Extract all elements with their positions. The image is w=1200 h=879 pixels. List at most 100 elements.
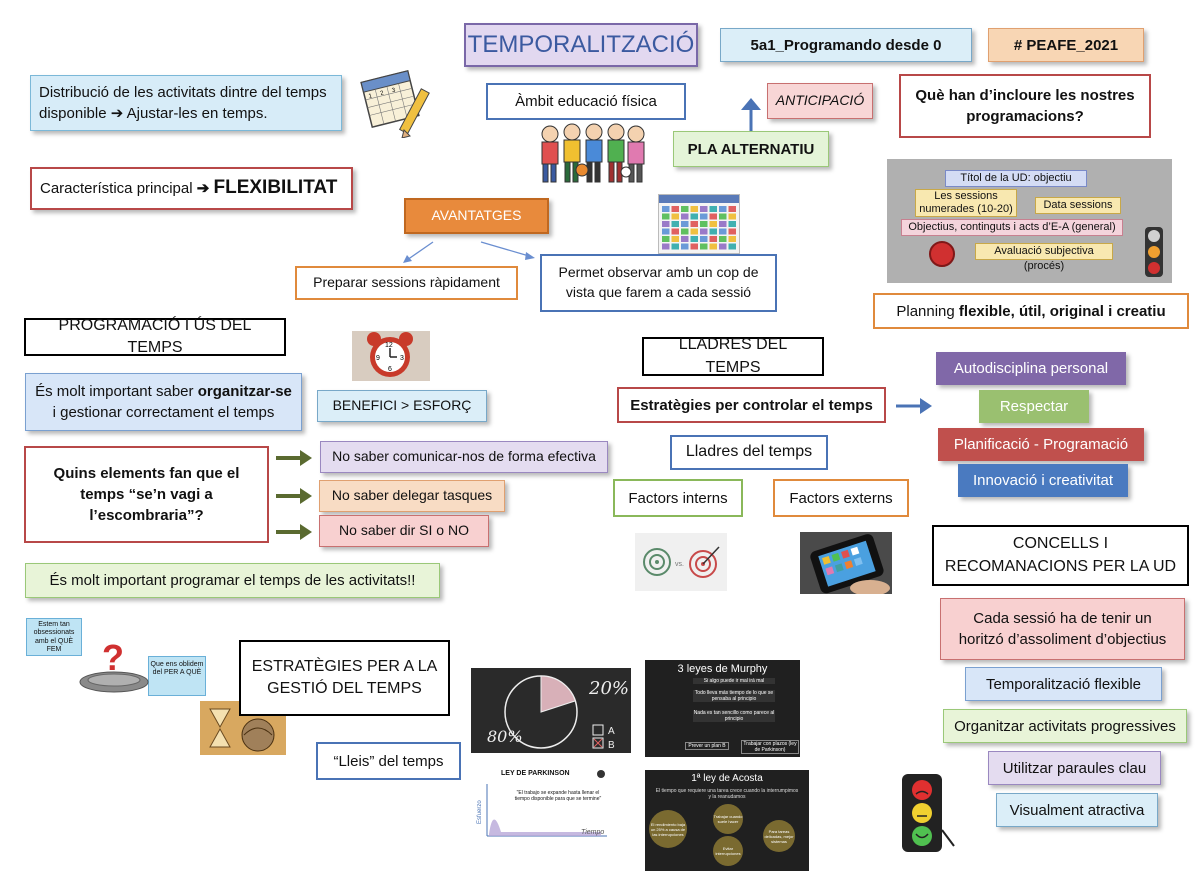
page-title: TEMPORALITZACIÓ	[464, 23, 698, 67]
grid-cell	[662, 228, 670, 235]
grid-cell	[709, 228, 717, 235]
ud-structure-diagram: Títol de la UD: objectiu Les sessions nu…	[887, 159, 1172, 283]
traffic-light-icon	[1145, 227, 1163, 277]
svg-text:vs.: vs.	[675, 561, 684, 568]
svg-text:B: B	[608, 740, 615, 751]
targets-vs-image: vs.	[635, 533, 727, 591]
ud-row-objectives: Objectius, continguts i acts d’E-A (gene…	[901, 219, 1123, 236]
grid-cell	[681, 206, 689, 212]
kids-sports-image	[536, 120, 648, 186]
smartphone-image	[800, 532, 892, 594]
grid-cell	[690, 243, 698, 250]
reason-item-2: No saber delegar tasques	[319, 480, 505, 512]
bubble-right: Que ens oblidem del PER A QUÈ	[148, 656, 206, 696]
grid-cell	[681, 221, 689, 227]
alarm-icon	[929, 241, 955, 267]
control-item-1: Autodisciplina personal	[936, 352, 1126, 385]
grid-cell	[671, 206, 679, 212]
strategies-control-box: Estratègies per controlar el temps	[617, 387, 886, 423]
alarm-clock-image: 12 3 6 9	[352, 331, 430, 381]
reason-arrows	[272, 446, 318, 542]
svg-text:A: A	[608, 726, 615, 737]
acosta-sub: El tiempo que requiere una tarea crece c…	[655, 788, 799, 800]
murphy-line-1: Si algo puede ir mal irá mal	[693, 678, 775, 684]
arrow-right-icon: ➔	[110, 105, 124, 122]
advice-item-4: Utilitzar paraules clau	[988, 751, 1161, 785]
grid-cell	[728, 213, 736, 220]
advice-item-1: Cada sessió ha de tenir un horitzó d’ass…	[940, 598, 1185, 660]
grid-cell	[662, 236, 670, 242]
calendar-pencil-image: 1 2 3	[358, 66, 436, 138]
time-waste-question: Quins elements fan que el temps “se’n va…	[24, 446, 269, 543]
grid-cell	[719, 221, 727, 227]
grid-cell	[662, 243, 670, 250]
acosta-title: 1ª ley de Acosta	[691, 773, 763, 784]
murphy-btn-2: Trabajar con plazos (ley de Parkinson)	[741, 740, 799, 754]
external-factors: Factors externs	[773, 479, 909, 517]
hashtag-tag: # PEAFE_2021	[988, 28, 1144, 62]
parkinson-quote: "El trabajo se expande hasta llenar el t…	[514, 790, 602, 802]
programs-question: Què han d’incloure les nostres programac…	[899, 74, 1151, 138]
grid-cell	[728, 221, 736, 227]
focus-bubbles-image: Estem tan obsessionats amb el QUÈ FEM Qu…	[24, 616, 208, 704]
course-tag: 5a1_Programando desde 0	[720, 28, 972, 62]
acosta-circle-1: El rendimiento baja un 25% a causa de la…	[649, 810, 687, 848]
control-item-2: Respectar	[979, 390, 1089, 423]
ud-row-sessions: Les sessions numerades (10-20)	[915, 189, 1017, 217]
ud-row-evaluation: Avaluació subjectiva (procés)	[975, 243, 1113, 272]
svg-text:9: 9	[376, 355, 380, 362]
svg-text:3: 3	[391, 87, 396, 94]
murphy-title: 3 leyes de Murphy	[677, 663, 768, 675]
schedule-grid-image	[658, 194, 740, 254]
grid-cell	[728, 236, 736, 242]
grid-cell	[719, 243, 727, 250]
benefit-box: BENEFICI > ESFORÇ	[317, 390, 487, 422]
grid-cell	[671, 213, 679, 220]
question-mark-icon: ?	[102, 637, 124, 678]
ud-row-title: Títol de la UD: objectiu	[945, 170, 1087, 187]
grid-cell	[719, 236, 727, 242]
distribution-note: Distribució de les activitats dintre del…	[30, 75, 342, 131]
right-arrow-icon	[896, 394, 936, 418]
pie-label-big: 80%	[487, 727, 523, 746]
advice-item-3: Organitzar activitats progressives	[943, 709, 1187, 743]
anticipation-box: ANTICIPACIÓ	[767, 83, 873, 119]
main-feature: Característica principal ➔ FLEXIBILITAT	[30, 167, 353, 210]
grid-cell	[681, 243, 689, 250]
plan-b-box: PLA ALTERNATIU	[673, 131, 829, 167]
grid-cell	[700, 236, 708, 242]
pie-slice-small	[540, 675, 576, 713]
control-item-3: Planificació - Programació	[938, 428, 1144, 461]
advantages-arrows	[395, 236, 545, 266]
grid-cell	[690, 206, 698, 212]
program-time-note: És molt important programar el temps de …	[25, 563, 440, 598]
grid-cell	[709, 236, 717, 242]
reason-item-3: No saber dir SI o NO	[319, 515, 489, 547]
grid-cell	[700, 228, 708, 235]
up-arrow-icon	[736, 96, 766, 136]
internal-factors: Factors interns	[613, 479, 743, 517]
svg-text:2: 2	[380, 90, 385, 97]
time-use-title: PROGRAMACIÓ I ÚS DEL TEMPS	[24, 317, 286, 356]
svg-text:12: 12	[385, 342, 393, 349]
grid-cell	[690, 213, 698, 220]
murphy-laws-image: 3 leyes de Murphy Si algo puede ir mal i…	[645, 660, 800, 757]
ambit-box: Àmbit educació física	[486, 83, 686, 120]
grid-cell	[700, 243, 708, 250]
svg-text:6: 6	[388, 366, 392, 373]
grid-cell	[662, 213, 670, 220]
murphy-line-2: Todo lleva más tiempo de lo que se pensa…	[693, 690, 775, 702]
acosta-circle-2: Trabajar cuando suele hacer	[713, 804, 743, 834]
organize-note: És molt important saber organitzar-se i …	[25, 373, 302, 431]
bubble-left: Estem tan obsessionats amb el QUÈ FEM	[26, 618, 82, 656]
svg-text:Esfuerzo: Esfuerzo	[477, 800, 483, 824]
thieves-title: LLADRES DEL TEMPS	[642, 336, 824, 376]
grid-cell	[728, 228, 736, 235]
grid-cell	[662, 206, 670, 212]
grid-cell	[681, 228, 689, 235]
grid-cell	[728, 243, 736, 250]
grid-cell	[709, 213, 717, 220]
grid-cell	[719, 228, 727, 235]
ud-row-dates: Data sessions	[1035, 197, 1121, 214]
advice-item-5: Visualment atractiva	[996, 793, 1158, 827]
